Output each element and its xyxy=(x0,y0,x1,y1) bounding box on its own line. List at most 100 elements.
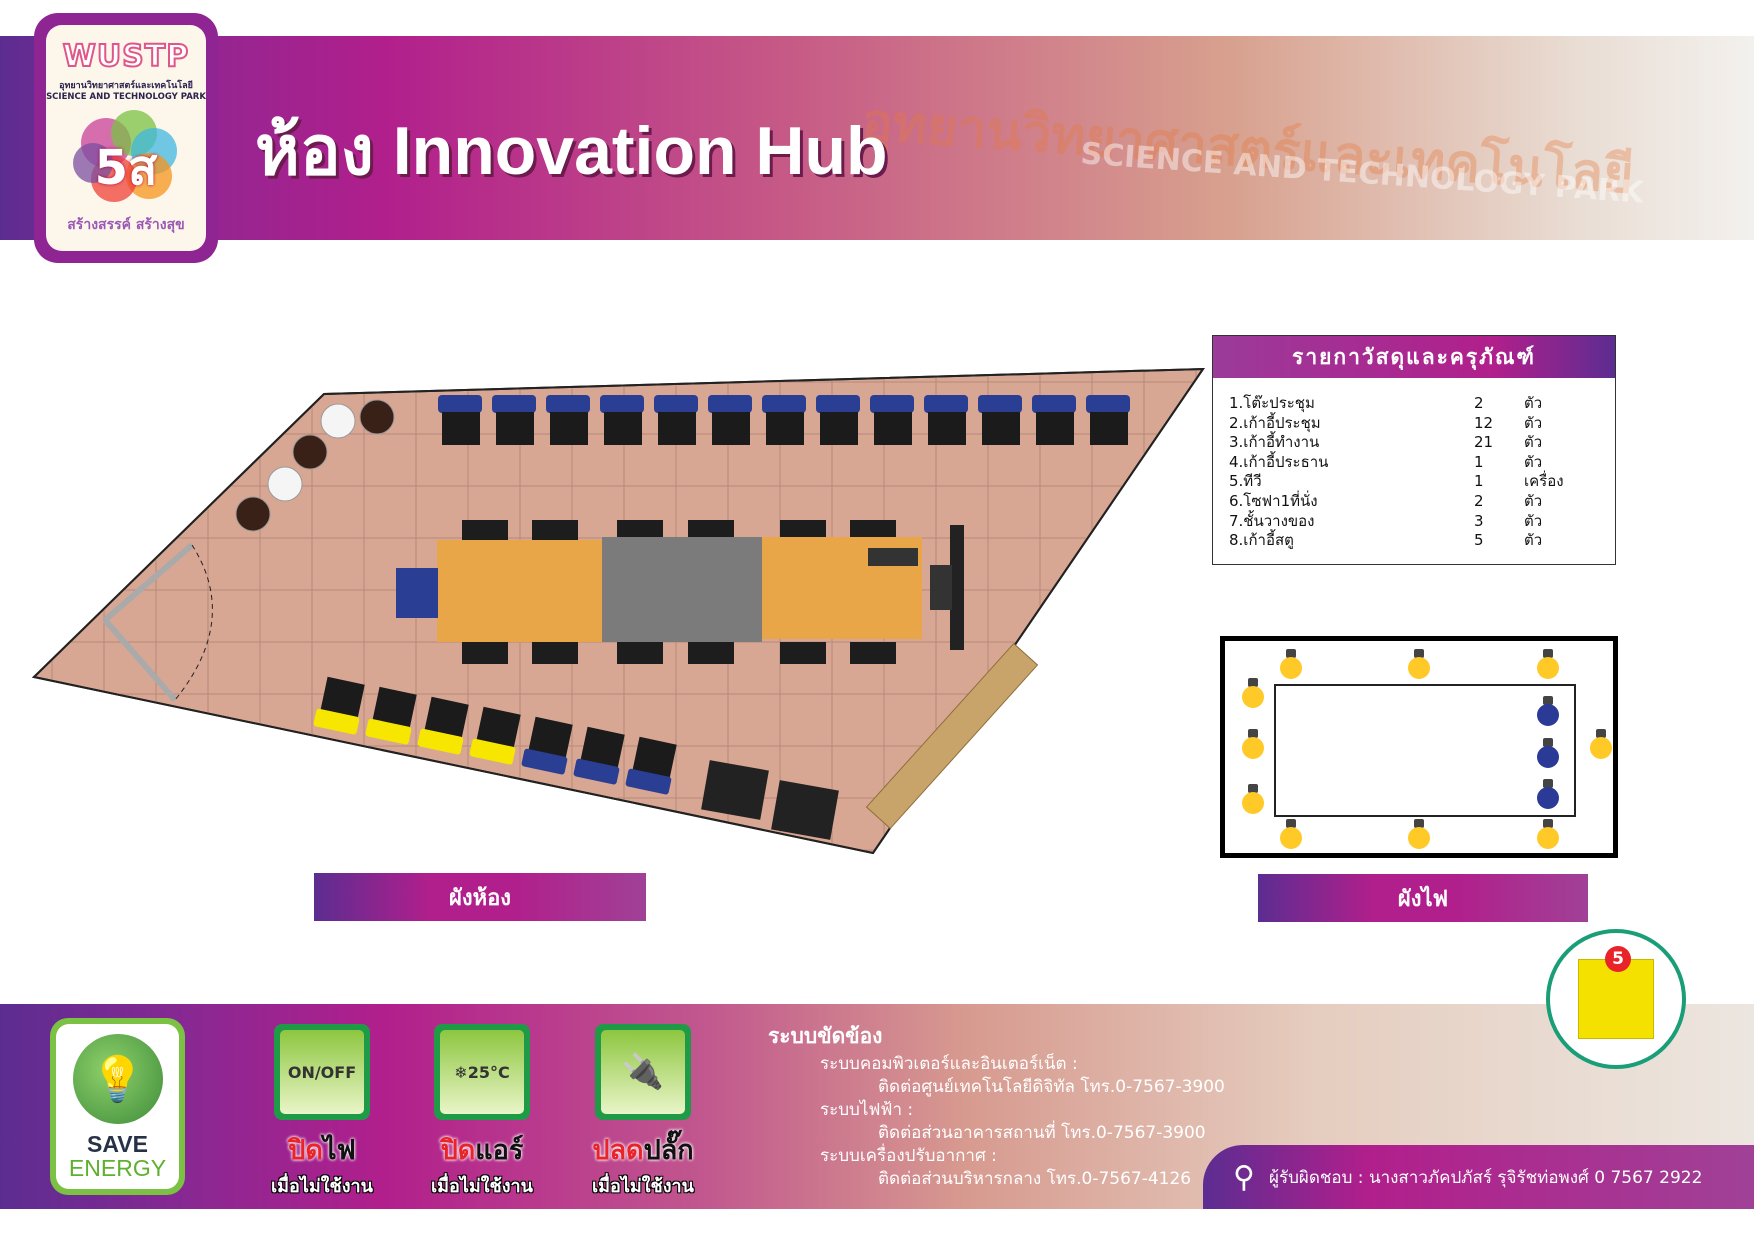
equipment-unit: ตัว xyxy=(1524,511,1543,530)
equipment-qty: 1 xyxy=(1474,472,1484,491)
work-chair xyxy=(469,706,521,765)
meeting-chair xyxy=(617,642,663,664)
equipment-name: 7.ชั้นวางของ xyxy=(1229,511,1315,530)
equipment-name: 4.เก้าอี้ประธาน xyxy=(1229,452,1329,471)
certificate-card-icon: 5 xyxy=(1578,946,1654,1039)
equipment-name: 1.โต๊ะประชุม xyxy=(1229,394,1315,412)
equipment-qty: 2 xyxy=(1474,491,1484,510)
responsible-person: ผู้รับผิดชอบ : นางสาวภัคปภัสร์ รุจิรัชท่… xyxy=(1268,1167,1703,1188)
meeting-chair xyxy=(780,520,826,540)
lightbulb-icon xyxy=(1280,649,1302,679)
light-plan-label: ผังไฟ xyxy=(1258,874,1588,922)
meeting-chair xyxy=(462,642,508,664)
tip-picture: 🔌 xyxy=(601,1030,685,1114)
tv-stand xyxy=(930,565,952,610)
save-text: SAVE xyxy=(87,1131,148,1157)
equipment-unit: ตัว xyxy=(1524,413,1543,432)
wustp-5s-logo: WUSTP อุทยานวิทยาศาสตร์และเทคโนโลยี SCIE… xyxy=(34,13,218,263)
energy-text: ENERGY xyxy=(68,1155,167,1181)
lightbulb-globe-icon: 💡 xyxy=(72,1034,163,1124)
equipment-unit: ตัว xyxy=(1524,531,1543,550)
lightbulb-icon xyxy=(1537,779,1559,809)
lightbulb-icon xyxy=(1537,649,1559,679)
stool xyxy=(235,496,271,532)
equipment-unit: เครื่อง xyxy=(1524,472,1564,491)
tip-condition: เมื่อไม่ใช้งาน xyxy=(592,1176,694,1197)
equipment-list-title: รายกาวัสดุและครุภัณฑ์ xyxy=(1213,336,1615,378)
meeting-chair xyxy=(532,520,578,540)
tip-condition: เมื่อไม่ใช้งาน xyxy=(431,1176,533,1197)
equipment-name: 5.ทีวี xyxy=(1229,472,1262,491)
power-plug-icon: 🔌 xyxy=(595,1024,691,1120)
tip-object: แอร์ xyxy=(475,1135,524,1166)
tip-picture: ❄25°C xyxy=(440,1030,524,1114)
shelf xyxy=(865,642,1039,830)
responsible-person-bar: ⚲ ผู้รับผิดชอบ : นางสาวภัคปภัสร์ รุจิรัช… xyxy=(1203,1145,1754,1209)
equipment-item: 5.ทีวี 1 เครื่อง xyxy=(1229,472,1599,492)
work-chair xyxy=(924,395,968,445)
equipment-name: 3.เก้าอี้ทำงาน xyxy=(1229,433,1320,452)
work-chair xyxy=(654,395,698,445)
chairman-chair xyxy=(396,568,438,618)
lightbulb-icon xyxy=(1537,819,1559,849)
meeting-chair xyxy=(532,642,578,664)
light-plan-diagram xyxy=(1220,636,1618,858)
person-list-icon: ⚲ xyxy=(1233,1159,1255,1195)
work-chair xyxy=(438,395,482,445)
5s-certificate-badge: 5 xyxy=(1546,929,1686,1069)
meeting-chair xyxy=(688,520,734,540)
work-chair xyxy=(978,395,1022,445)
support-system: ระบบเครื่องปรับอากาศ : xyxy=(820,1146,997,1166)
room-plan-label: ผังห้อง xyxy=(314,873,646,921)
logo-slogan: สร้างสรรค์ สร้างสุข xyxy=(67,217,185,233)
tip-condition: เมื่อไม่ใช้งาน xyxy=(271,1176,373,1197)
work-chair xyxy=(816,395,860,445)
tip-action: ปิด xyxy=(440,1135,476,1166)
room-floor-plan xyxy=(31,367,1205,855)
meeting-table-left xyxy=(437,540,602,642)
lightbulb-icon xyxy=(1280,819,1302,849)
tip-action: ปลด xyxy=(592,1135,644,1166)
work-chair xyxy=(1086,395,1130,445)
equipment-qty: 12 xyxy=(1474,413,1494,432)
work-chair xyxy=(762,395,806,445)
equipment-qty: 1 xyxy=(1474,452,1484,471)
work-chair xyxy=(546,395,590,445)
support-system: ระบบคอมพิวเตอร์และอินเตอร์เน็ต : xyxy=(820,1054,1078,1074)
meeting-table-middle xyxy=(602,537,762,642)
equipment-qty: 3 xyxy=(1474,511,1484,530)
lightbulb-icon xyxy=(1408,819,1430,849)
sofa xyxy=(701,760,769,820)
light-plan-table-outline xyxy=(1274,684,1576,817)
lightbulb-icon xyxy=(1537,738,1559,768)
tip-object: ปลั๊ก xyxy=(643,1135,694,1166)
work-chair xyxy=(600,395,644,445)
tip-picture: ON/OFF xyxy=(280,1030,364,1114)
logo-name-en: SCIENCE AND TECHNOLOGY PARK xyxy=(46,92,206,102)
equipment-unit: ตัว xyxy=(1524,491,1543,510)
5s-blob-icon: 5ส xyxy=(71,108,181,208)
meeting-chair xyxy=(617,520,663,540)
support-system: ระบบไฟฟ้า : xyxy=(820,1100,914,1120)
support-title: ระบบขัดข้อง xyxy=(768,1024,883,1048)
meeting-chair xyxy=(462,520,508,540)
logo-brand: WUSTP xyxy=(62,38,190,75)
equipment-unit: ตัว xyxy=(1524,452,1543,471)
logo-mark: 5ส xyxy=(94,140,158,196)
stool xyxy=(267,466,303,502)
equipment-qty: 21 xyxy=(1474,433,1494,452)
equipment-item: 4.เก้าอี้ประธาน 1 ตัว xyxy=(1229,453,1599,473)
equipment-qty: 2 xyxy=(1474,394,1484,412)
work-chair xyxy=(573,726,625,785)
meeting-chair xyxy=(850,642,896,664)
equipment-name: 8.เก้าอี้สตู xyxy=(1229,531,1294,550)
meeting-chair xyxy=(850,520,896,540)
lightbulb-icon xyxy=(1242,678,1264,708)
stool xyxy=(359,399,395,435)
support-contact: ติดต่อส่วนอาคารสถานที่ โทร.0-7567-3900 xyxy=(878,1123,1206,1143)
equipment-unit: ตัว xyxy=(1524,433,1543,452)
